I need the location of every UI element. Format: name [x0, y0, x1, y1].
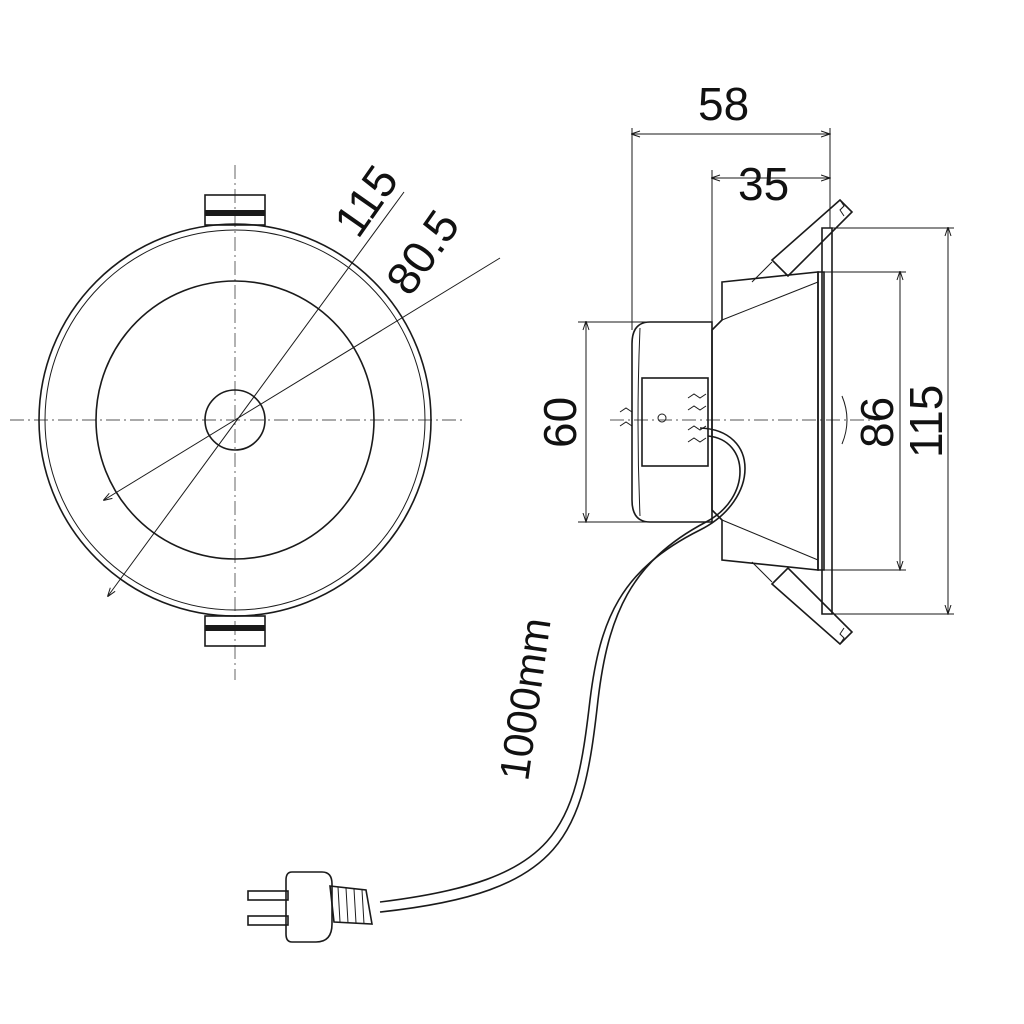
front-dimension-80-5-line — [104, 257, 501, 500]
cable-length-label: 1000mm — [490, 615, 559, 783]
power-cable-outline — [379, 435, 741, 913]
plug-strain-relief — [329, 885, 373, 925]
side-view: 58 35 60 86 115 — [534, 78, 954, 646]
side-trim-flange — [817, 227, 833, 615]
plug-pins — [247, 890, 289, 926]
side-dimension-115-label: 115 — [900, 385, 952, 458]
side-reflector-body — [711, 271, 819, 571]
front-dimension-80-5-label: 80.5 — [376, 201, 470, 304]
side-dimension-60-label: 60 — [534, 397, 586, 448]
front-center-hub — [204, 389, 266, 451]
plug-body — [285, 871, 333, 943]
front-dimension-115-line — [108, 191, 405, 596]
side-dimension-58-label: 58 — [698, 78, 749, 130]
power-cable — [379, 427, 746, 903]
side-dimension-86: 86 — [824, 272, 906, 570]
side-body-taper-top — [721, 281, 819, 321]
side-body-taper-bottom — [721, 519, 819, 561]
side-dimension-58: 58 — [632, 78, 830, 330]
power-cable-assembly: 1000mm — [247, 427, 746, 943]
side-lens-dome — [841, 395, 848, 445]
side-dimension-60: 60 — [534, 322, 650, 522]
side-dimension-86-label: 86 — [851, 397, 903, 448]
front-lens-circle — [95, 280, 375, 560]
front-outer-bezel — [38, 223, 432, 617]
side-bottom-spring-clip — [751, 561, 854, 646]
side-top-spring-clip — [751, 198, 854, 283]
front-outer-bezel-inner-edge — [44, 229, 426, 611]
front-top-spring-clip — [204, 194, 266, 226]
side-dimension-35: 35 — [712, 158, 830, 322]
front-view: 115 80.5 — [10, 156, 501, 680]
side-dimension-115: 115 — [832, 228, 954, 614]
front-dimension-115-label: 115 — [324, 156, 409, 246]
front-bottom-spring-clip — [204, 615, 266, 647]
side-driver-box — [619, 321, 713, 523]
side-dimension-35-label: 35 — [738, 158, 789, 210]
